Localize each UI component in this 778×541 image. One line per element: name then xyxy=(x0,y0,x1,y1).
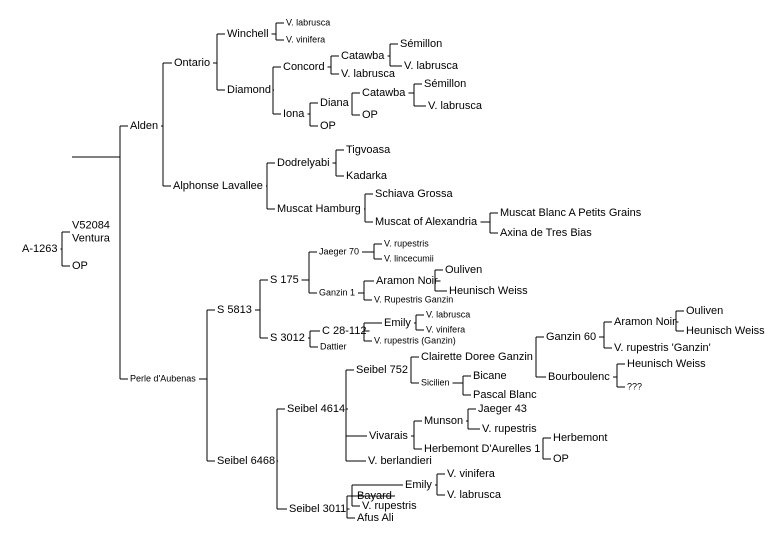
node-semillon: Sémillon xyxy=(400,38,442,50)
node-afus-ali: Afus Ali xyxy=(357,512,394,524)
node-ganzin-60: Ganzin 60 xyxy=(546,331,596,343)
node-op: OP xyxy=(553,453,569,465)
node-winchell: Winchell xyxy=(227,28,269,40)
node-ouliven: Ouliven xyxy=(445,264,482,276)
node-v-labrusca: V. labrusca xyxy=(428,100,483,112)
node-jaeger-43: Jaeger 43 xyxy=(478,403,527,415)
node-seibel-752: Seibel 752 xyxy=(356,364,408,376)
node-s-5813: S 5813 xyxy=(217,304,252,316)
node-s-3012: S 3012 xyxy=(270,332,305,344)
node-heunisch-weiss: Heunisch Weiss xyxy=(627,358,706,370)
node-v-rupestris: V. rupestris xyxy=(384,238,429,248)
node-op: OP xyxy=(320,120,336,132)
node-clairette-doree-ganzin: Clairette Doree Ganzin xyxy=(421,351,533,363)
node-v-rupestris-ganzin: V. rupestris (Ganzin) xyxy=(374,335,456,345)
node-v-lincecumii: V. lincecumii xyxy=(384,253,434,263)
node-seibel-6468: Seibel 6468 xyxy=(217,455,275,467)
node-schiava-grossa: Schiava Grossa xyxy=(375,188,454,200)
node-bourboulenc: Bourboulenc xyxy=(548,371,610,383)
node-munson: Munson xyxy=(424,415,463,427)
node-alden: Alden xyxy=(130,120,158,132)
node-v-labrusca: V. labrusca xyxy=(426,309,470,319)
node-concord: Concord xyxy=(283,61,325,73)
node-aramon-noir: Aramon Noir xyxy=(376,275,438,287)
node-alphonse-lavallee: Alphonse Lavallee xyxy=(173,180,263,192)
node-dattier: Dattier xyxy=(320,341,347,351)
node-axina-de-tres-bias: Axina de Tres Bias xyxy=(500,227,592,239)
node-vivarais: Vivarais xyxy=(369,430,408,442)
node-muscat-blanc-a-petits-grains: Muscat Blanc A Petits Grains xyxy=(500,207,642,219)
node-seibel-4614: Seibel 4614 xyxy=(287,403,345,415)
node-heunisch-weiss: Heunisch Weiss xyxy=(449,285,528,297)
node-herbemont-d-aurelles-1: Herbemont D'Aurelles 1 xyxy=(424,443,540,455)
node-v-vinifera: V. vinifera xyxy=(286,34,325,44)
node-herbemont: Herbemont xyxy=(553,432,607,444)
node-unknown: ??? xyxy=(627,381,642,391)
node-catawba: Catawba xyxy=(362,87,406,99)
node-aramon-noir: Aramon Noir xyxy=(614,316,676,328)
node-tigvoasa: Tigvoasa xyxy=(346,144,391,156)
node-ontario: Ontario xyxy=(174,57,210,69)
node-pascal-blanc: Pascal Blanc xyxy=(473,389,537,401)
node-heunisch-weiss: Heunisch Weiss xyxy=(686,325,765,337)
node-v-rupestris: V. rupestris xyxy=(362,500,417,512)
node-catawba: Catawba xyxy=(341,50,385,62)
node-ganzin-1: Ganzin 1 xyxy=(319,287,355,297)
node-v-berlandieri: V. berlandieri xyxy=(368,455,432,467)
node-v-labrusca: V. labrusca xyxy=(447,489,502,501)
node-a-1263: A-1263 xyxy=(22,243,57,255)
node-kadarka: Kadarka xyxy=(346,170,388,182)
node-op: OP xyxy=(362,109,378,121)
node-bicane: Bicane xyxy=(473,370,507,382)
node-v-rupestris: V. rupestris xyxy=(482,423,537,435)
node-jaeger-70: Jaeger 70 xyxy=(319,246,359,256)
node-diamond: Diamond xyxy=(227,84,271,96)
node-v-rupestris-ganzin: V. Rupestris Ganzin xyxy=(374,294,453,304)
node-muscat-hamburg: Muscat Hamburg xyxy=(277,203,361,215)
node-perle-d-aubenas: Perle d'Aubenas xyxy=(130,373,196,383)
node-ouliven: Ouliven xyxy=(686,305,723,317)
node-muscat-of-alexandria: Muscat of Alexandria xyxy=(375,216,478,228)
node-v-rupestris-ganzin: V. rupestris 'Ganzin' xyxy=(614,342,711,354)
node-iona: Iona xyxy=(283,108,305,120)
node-emily: Emily xyxy=(384,317,411,329)
node-seibel-3011: Seibel 3011 xyxy=(289,503,346,515)
node-v-labrusca: V. labrusca xyxy=(404,60,459,72)
node-semillon: Sémillon xyxy=(424,78,466,90)
node-sicilien: Sicilien xyxy=(421,377,450,387)
node-op: OP xyxy=(72,260,88,272)
node-v-vinifera: V. vinifera xyxy=(447,468,496,480)
node-c-28-112: C 28-112 xyxy=(322,325,366,337)
node-dodrelyabi: Dodrelyabi xyxy=(277,157,330,169)
node-v-vinifera: V. vinifera xyxy=(426,324,465,334)
node-emily: Emily xyxy=(405,479,432,491)
node-s-175: S 175 xyxy=(270,274,299,286)
node-v-labrusca: V. labrusca xyxy=(286,17,330,27)
node-diana: Diana xyxy=(320,97,350,109)
node-v-labrusca: V. labrusca xyxy=(341,68,396,80)
